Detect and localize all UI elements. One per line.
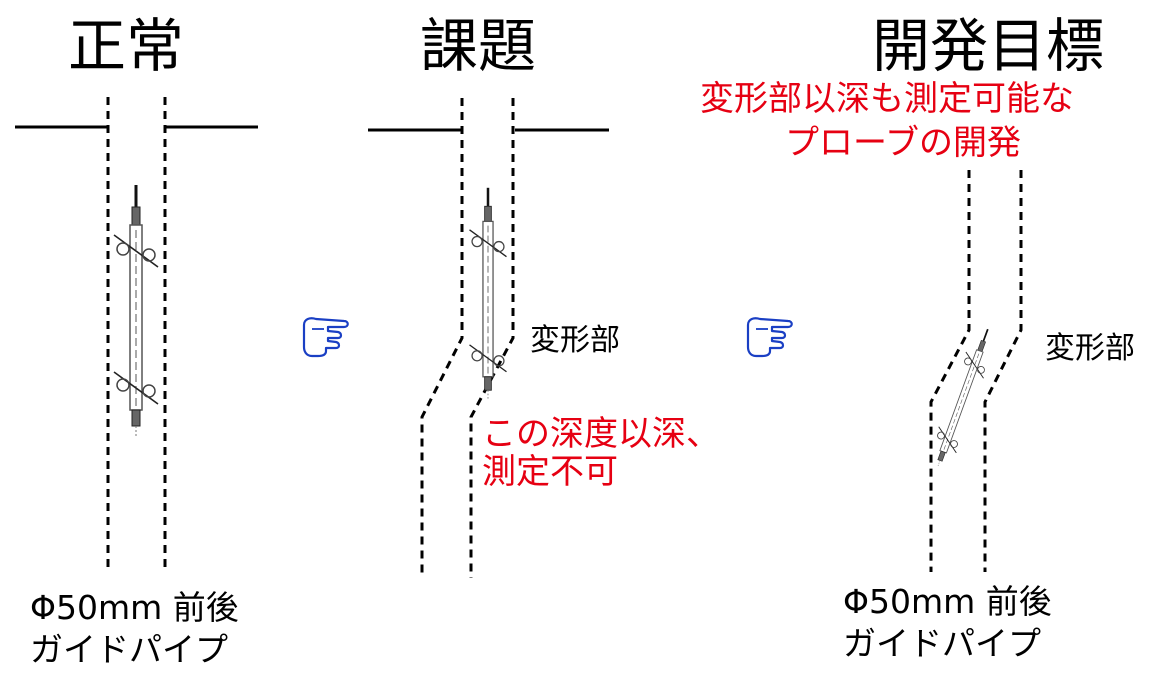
problem-panel bbox=[368, 98, 609, 578]
pointing-hand-icon bbox=[746, 317, 793, 358]
goal-pipe-name: ガイドパイプ bbox=[843, 624, 1041, 663]
problem-note-line2: 測定不可 bbox=[482, 452, 618, 492]
pipe-wall-right bbox=[983, 170, 1023, 572]
problem-title: 課題 bbox=[420, 12, 537, 80]
normal-pipe-size: Φ50mm 前後 bbox=[30, 588, 239, 627]
pipe-wall-left bbox=[420, 98, 464, 578]
inclinometer-probe-icon bbox=[924, 323, 1001, 472]
goal-panel bbox=[924, 170, 1023, 572]
goal-subtitle-line2: プローブの開発 bbox=[785, 123, 1021, 163]
pointing-hand-icon bbox=[302, 317, 349, 358]
pipe-wall-right bbox=[469, 98, 515, 578]
pipe-wall-left bbox=[929, 170, 971, 572]
problem-deform-label: 変形部 bbox=[530, 323, 620, 358]
inclinometer-probe-icon bbox=[468, 186, 508, 401]
goal-deform-label: 変形部 bbox=[1045, 331, 1135, 366]
normal-panel bbox=[15, 97, 258, 572]
goal-subtitle-line1: 変形部以深も測定可能な bbox=[700, 79, 1074, 119]
normal-title: 正常 bbox=[68, 12, 185, 80]
goal-pipe-size: Φ50mm 前後 bbox=[843, 582, 1052, 621]
inclinometer-probe-icon bbox=[112, 183, 160, 439]
normal-pipe-name: ガイドパイプ bbox=[30, 630, 228, 669]
goal-title: 開発目標 bbox=[872, 12, 1105, 80]
problem-note-line1: この深度以深、 bbox=[482, 414, 720, 454]
